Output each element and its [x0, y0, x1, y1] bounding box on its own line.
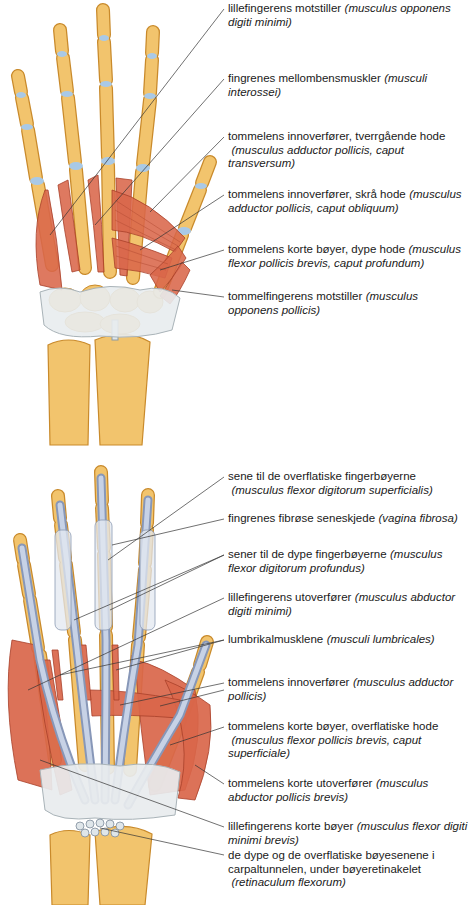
callout-label: tommelens innoverfører, skrå hode(muscul… — [228, 188, 470, 215]
callout-label: fingrenes mellombensmuskler(musculi inte… — [228, 72, 470, 99]
leader-lines — [28, 9, 224, 855]
forearm-bones — [48, 334, 150, 445]
callout-label: tommelens korte utoverfører(musculus abd… — [228, 777, 470, 804]
callout-label: tommelens innoverfører, tverrgående hode… — [228, 130, 470, 171]
muscle-name: lillefingerens motstiller — [228, 2, 341, 14]
callout-label: tommelens korte bøyer, overflatiske hode… — [228, 720, 470, 761]
callout-label: fingrenes fibrøse seneskjede(vagina fibr… — [228, 512, 470, 526]
muscle-name: fingrenes mellombensmuskler — [228, 72, 381, 84]
callout-label: de dype og de overflatiske bøyesenene i … — [228, 849, 470, 890]
latin-name: (musculus flexor pollicis brevis, caput … — [228, 734, 421, 760]
callout-label: lumbrikalmusklene (musculi lumbricales) — [228, 633, 470, 647]
fibrous-sheath — [55, 520, 155, 630]
latin-name: (musculus adductor pollicis, caput trans… — [228, 144, 404, 170]
flexor-retinaculum — [40, 764, 180, 820]
finger-bones — [18, 10, 210, 292]
latin-name: (musculus flexor digitorum superficialis… — [231, 484, 432, 496]
callout-label: tommelens korte bøyer, dype hode(musculu… — [228, 243, 470, 270]
callout-label: tommelfingerens motstiller(musculus oppo… — [228, 290, 470, 317]
muscle-name: tommelfingerens motstiller — [228, 290, 362, 302]
muscle-name: de dype og de overflatiske bøyesenene i … — [228, 849, 435, 875]
muscle-name: fingrenes fibrøse seneskjede — [228, 512, 375, 524]
tendons — [22, 478, 206, 805]
latin-name: (vagina fibrosa) — [378, 512, 457, 524]
muscle-fibres — [115, 200, 180, 270]
callout-label: lillefingerens motstiller(musculus oppon… — [228, 2, 470, 29]
muscle-name: lumbrikalmusklene — [228, 633, 323, 645]
callout-label: tommelens innoverfører(musculus adductor… — [228, 676, 470, 703]
callout-label: lillefingerens korte bøyer(musculus flex… — [228, 820, 470, 847]
callout-label: sene til de overflatiske fingerbøyerne (m… — [228, 470, 470, 497]
ligament — [40, 286, 180, 337]
hand-muscles — [36, 175, 190, 304]
muscle-name: tommelens korte bøyer, overflatiske hode — [228, 720, 438, 732]
muscle-name: sener til de dype fingerbøyerne — [228, 548, 387, 560]
muscle-name: lillefingerens korte bøyer — [228, 820, 353, 832]
muscle-name: tommelens innoverfører, skrå hode — [228, 188, 406, 200]
muscle-name: tommelens korte bøyer, dype hode — [228, 243, 405, 255]
callout-label: sener til de dype fingerbøyerne(musculus… — [228, 548, 470, 575]
muscle-name: sene til de overflatiske fingerbøyerne — [228, 470, 416, 482]
latin-name: (retinaculum flexorum) — [231, 876, 345, 888]
muscle-name: tommelens innoverfører, tverrgående hode — [228, 130, 445, 142]
muscle-name: tommelens korte utoverfører — [228, 777, 372, 789]
muscle-name: tommelens innoverfører — [228, 676, 349, 688]
callout-label: lillefingerens utoverfører(musculus abdu… — [228, 591, 470, 618]
forearm-bones — [50, 826, 152, 905]
muscle-name: lillefingerens utoverfører — [228, 591, 351, 603]
latin-name: (musculi lumbricales) — [327, 633, 435, 645]
